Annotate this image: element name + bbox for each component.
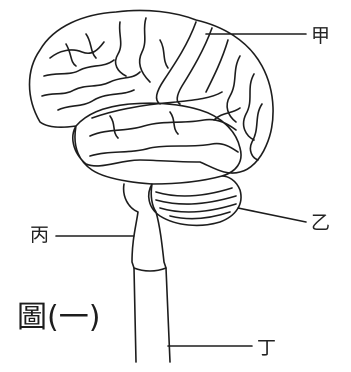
cerebrum-outline [30,10,274,173]
brainstem-outline [124,184,166,268]
spinal-cord-outline [134,268,170,362]
gyrus-line [244,74,254,140]
gyrus-line [66,44,76,66]
gyrus-line [160,40,168,68]
gyrus-line [250,104,262,160]
figure-caption: 圖(一) [17,303,100,333]
gyrus-line [58,90,134,110]
cerebellum-fold [160,204,236,212]
label-yi: 乙 [311,214,330,233]
gyrus-line [140,18,150,82]
label-jia: 甲 [311,27,330,46]
gyrus-line [50,42,104,58]
gyrus-line [206,40,228,92]
spinal-cord-joint [134,268,166,271]
gyrus-line [110,116,118,138]
central-sulcus [157,22,196,104]
gyrus-line [177,28,212,104]
gyrus-line [116,22,126,76]
gyrus-line [90,144,238,156]
gyrus-line [86,34,96,58]
label-bing: 丙 [30,226,49,245]
cerebellum-fold [156,188,232,196]
gyrus-line [90,120,236,136]
cerebellum-fold [156,196,236,204]
cerebellum-fold [170,212,230,219]
leader-line-yi [238,208,306,222]
gyrus-line [44,60,114,76]
label-ding: 丁 [257,339,276,358]
